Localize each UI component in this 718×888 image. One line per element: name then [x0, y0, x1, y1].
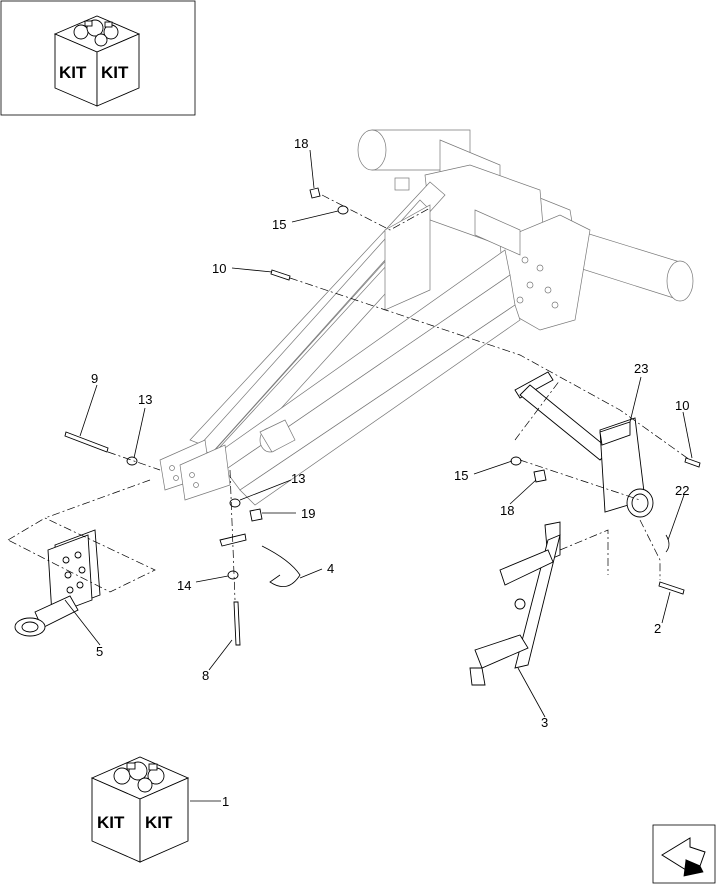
callout-8: 8 — [202, 668, 209, 683]
hitch-tongue-frame — [159, 181, 521, 506]
jack-mount-tube — [514, 371, 654, 518]
kit-reference-box: KIT KIT — [0, 0, 196, 116]
hose-support-4 — [261, 545, 301, 588]
washer-14 — [227, 570, 239, 580]
callout-10-top: 10 — [212, 261, 226, 276]
leader-lines — [64, 149, 693, 802]
callout-labels: 18 15 10 9 13 13 19 4 14 8 5 23 10 15 18… — [91, 136, 689, 809]
kit-box-icon-top: KIT KIT — [53, 15, 141, 107]
callout-15-top: 15 — [272, 217, 286, 232]
callout-10-right: 10 — [675, 398, 689, 413]
callout-13-left: 13 — [138, 392, 152, 407]
bolt-8 — [233, 601, 241, 646]
bolt-9 — [64, 431, 109, 453]
mounting-plates — [394, 164, 591, 331]
callout-15-right: 15 — [454, 468, 468, 483]
clevis-drawbar — [14, 529, 101, 637]
callout-1: 1 — [222, 794, 229, 809]
assembly-centerlines — [7, 194, 691, 601]
lynch-pin-22 — [665, 534, 670, 553]
next-page-arrow-icon[interactable] — [652, 824, 716, 884]
kit-word-left: KIT — [59, 63, 87, 82]
callout-2: 2 — [654, 621, 661, 636]
callout-23: 23 — [634, 361, 648, 376]
washer-13-left — [126, 456, 138, 466]
nut-18-right — [533, 469, 547, 483]
callout-13-center: 13 — [291, 471, 305, 486]
washer-15-right — [510, 456, 522, 466]
jack-stand — [469, 521, 561, 686]
nut-19 — [249, 508, 263, 522]
washer-15-top — [337, 205, 349, 215]
callout-9: 9 — [91, 371, 98, 386]
kit-word-left-bottom: KIT — [97, 813, 125, 832]
kit-word-right: KIT — [101, 63, 129, 82]
kit-box-icon-bottom: KIT KIT — [90, 756, 190, 863]
callout-22: 22 — [675, 483, 689, 498]
callout-14: 14 — [177, 578, 191, 593]
callout-18-right: 18 — [500, 503, 514, 518]
bolt-10-top — [270, 269, 291, 281]
washer-13-center — [229, 498, 241, 508]
callout-3: 3 — [541, 715, 548, 730]
kit-word-right-bottom: KIT — [145, 813, 173, 832]
callout-18-top: 18 — [294, 136, 308, 151]
callout-4: 4 — [327, 561, 334, 576]
callout-19: 19 — [301, 506, 315, 521]
bolt-10-right — [684, 457, 701, 468]
callout-5: 5 — [96, 644, 103, 659]
nut-18-top — [309, 187, 321, 199]
pin-2 — [658, 581, 685, 595]
